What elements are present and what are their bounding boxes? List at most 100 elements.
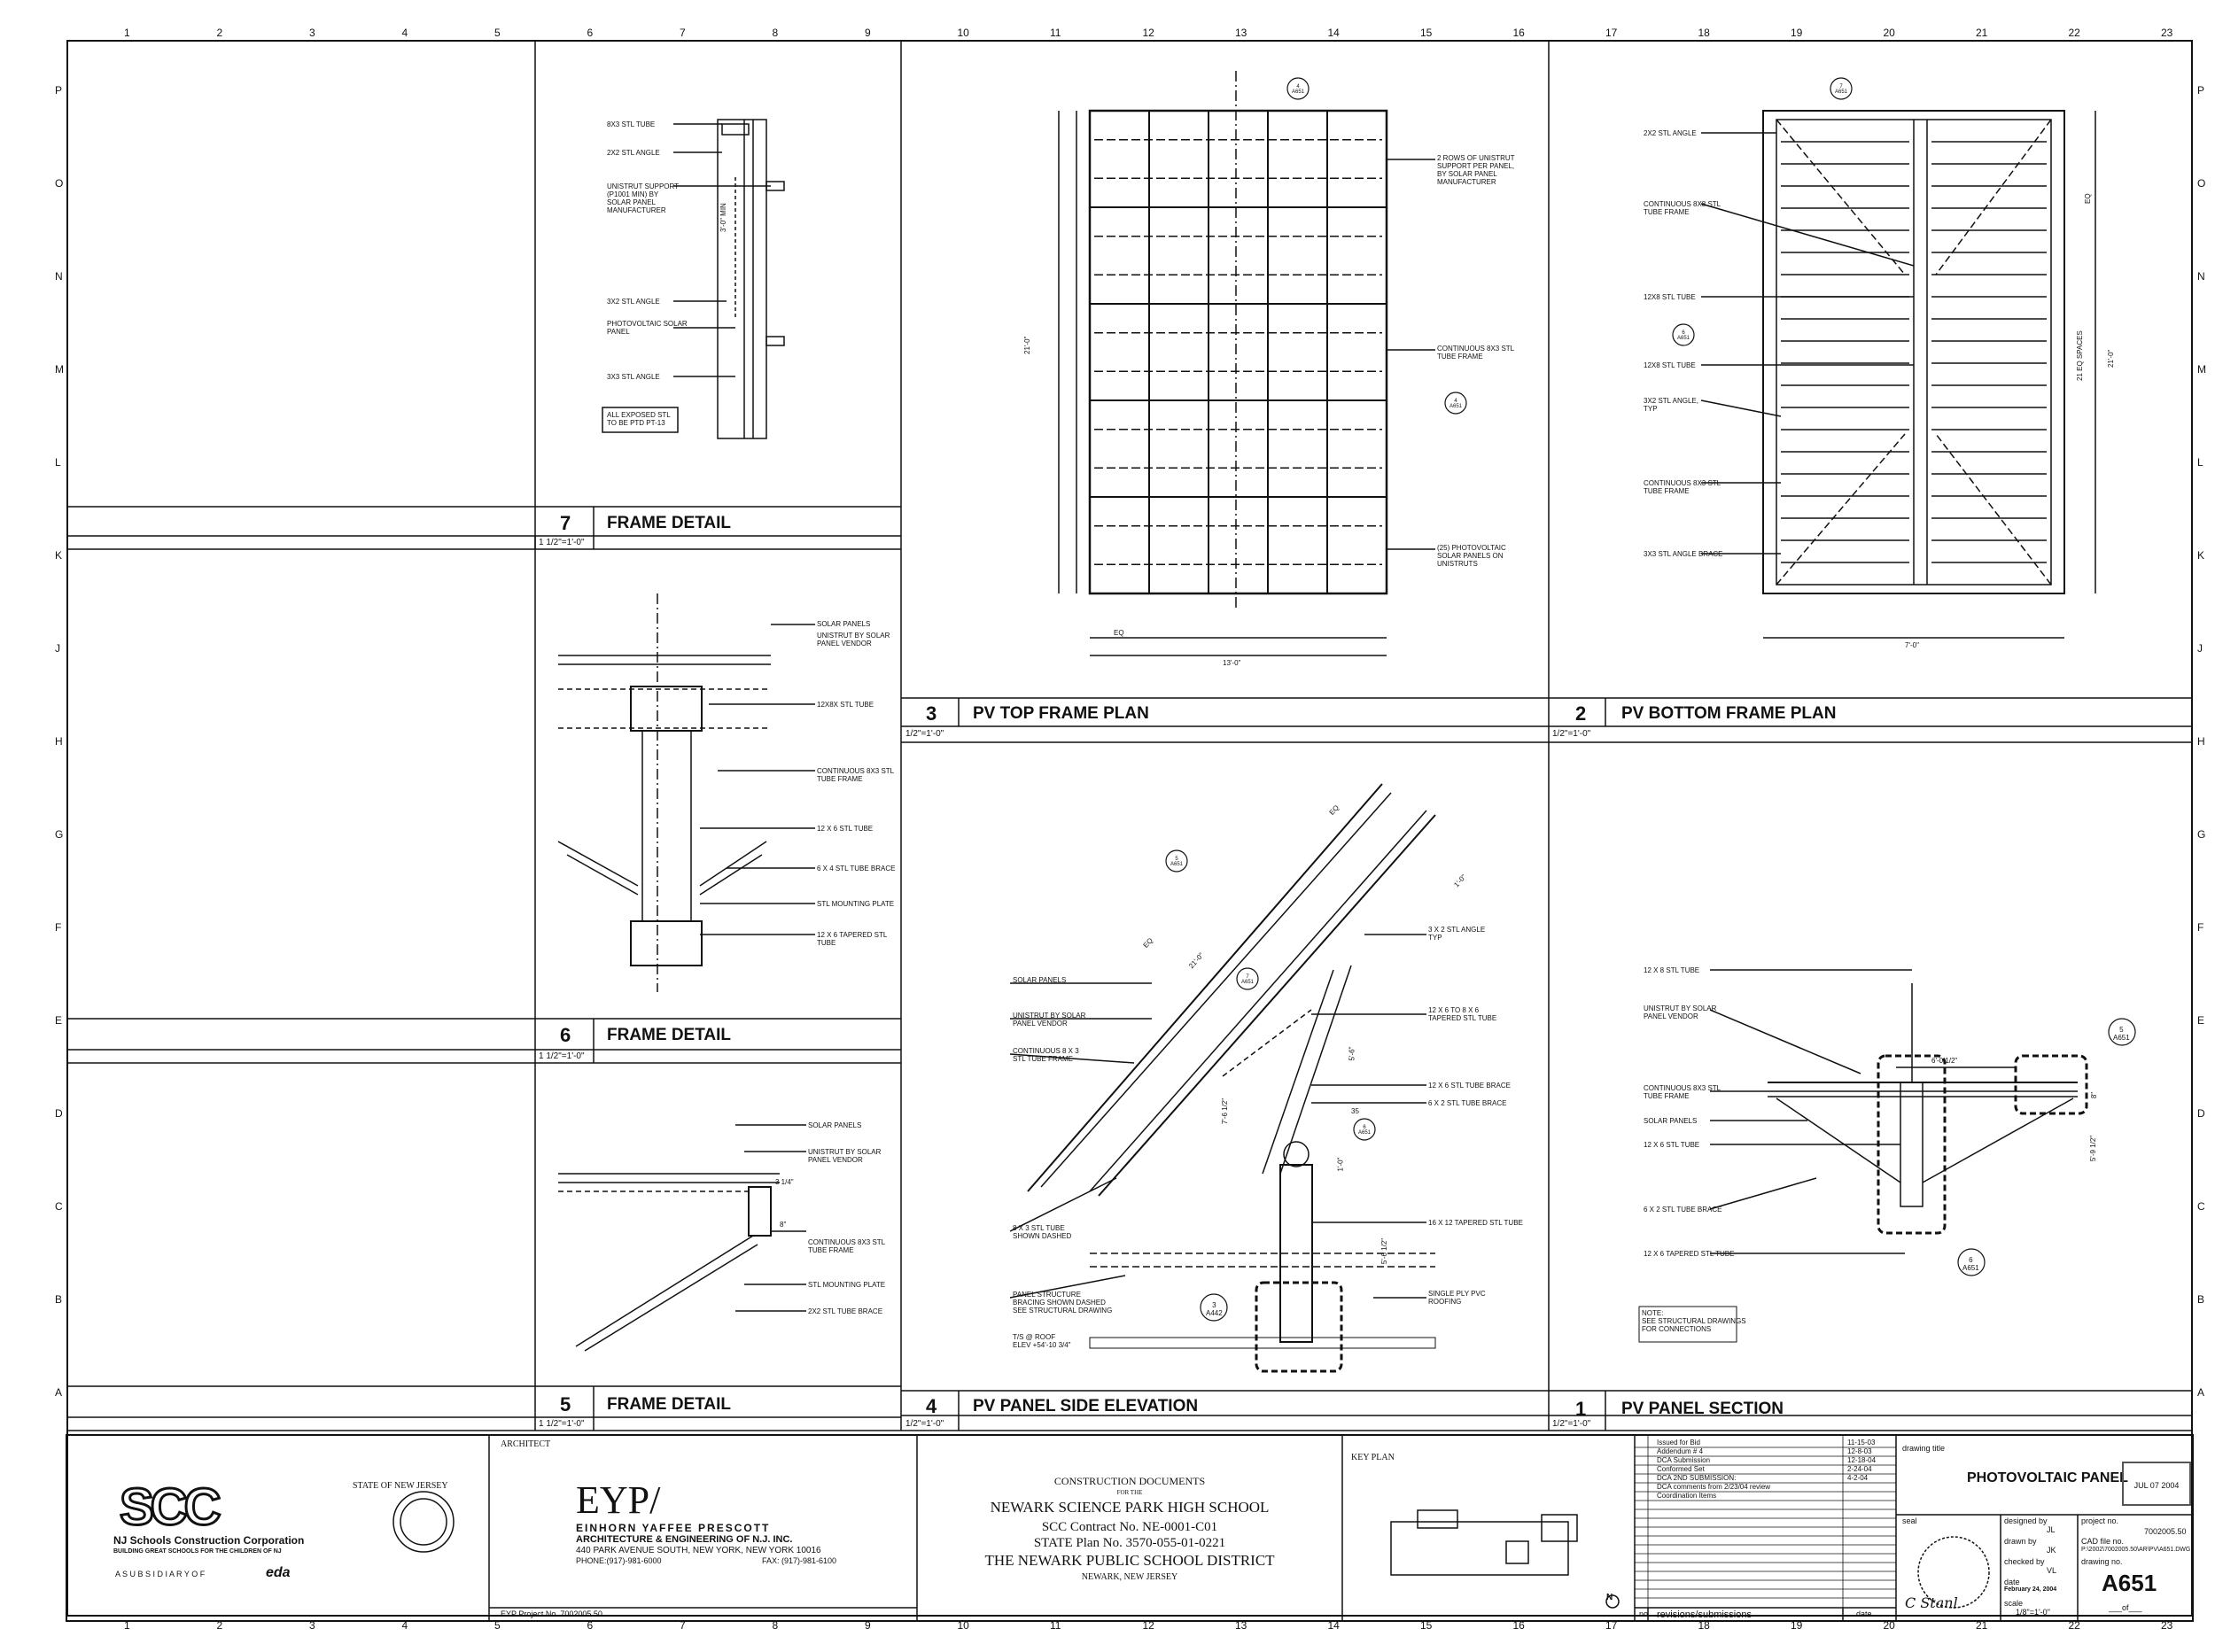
topplan-title: PV TOP FRAME PLAN — [973, 704, 1149, 723]
botplan-label-2: 12x8 STL TUBE — [1644, 293, 1696, 301]
state-seal — [393, 1497, 454, 1547]
grid-row-P: P — [55, 84, 63, 97]
revision-desc: DCA comments from 2/23/04 review — [1657, 1483, 1771, 1491]
section-note: NOTE: SEE STRUCTURAL DRAWINGS FOR CONNEC… — [1642, 1309, 1746, 1333]
revision-date: 12-18-04 — [1847, 1456, 1877, 1464]
section-label-2: CONTINUOUS 8x3 STL TUBE FRAME — [1644, 1084, 1721, 1100]
frame5-number: 5 — [560, 1393, 571, 1415]
architect-label: ARCHITECT — [501, 1439, 551, 1449]
grid-row-F: F — [55, 921, 62, 934]
elev-dim-7: 5'-6 1/2" — [1380, 1237, 1389, 1265]
grid-row-D: D — [2197, 1107, 2205, 1120]
revision-desc: Issued for Bid — [1657, 1439, 1700, 1446]
grid-col-20: 20 — [1883, 1619, 1895, 1632]
grid-col-15: 15 — [1420, 27, 1433, 39]
grid-row-K: K — [55, 549, 63, 562]
botplan-label-6: 3x3 STL ANGLE BRACE — [1644, 550, 1723, 558]
section-dim-2: 5'-9 1/2" — [2089, 1135, 2098, 1162]
grid-col-22: 22 — [2068, 1619, 2080, 1632]
botplan-callout-top: 7 A651 — [1835, 84, 1848, 95]
firm-name: EINHORN YAFFEE PRESCOTT — [576, 1522, 771, 1534]
sheet-of: ___of___ — [2109, 1603, 2142, 1612]
botplan-scale: 1/2"=1'-0" — [1552, 729, 1591, 739]
grid-col-14: 14 — [1327, 1619, 1340, 1632]
school-name: NEWARK SCIENCE PARK HIGH SCHOOL — [990, 1499, 1270, 1516]
grid-col-8: 8 — [772, 27, 779, 39]
grid-col-3: 3 — [309, 1619, 315, 1632]
firm-sub: ARCHITECTURE & ENGINEERING OF N.J. INC. — [576, 1534, 793, 1545]
project-no: 7002005.50 — [2144, 1527, 2187, 1536]
frame5-label-1: UNISTRUT BY SOLAR PANEL VENDOR — [808, 1148, 882, 1164]
botplan-label-0: 2x2 STL ANGLE — [1644, 129, 1697, 137]
grid-row-M: M — [2197, 363, 2206, 376]
botplan-label-1: CONTINUOUS 8x8 STL TUBE FRAME — [1644, 200, 1721, 216]
elev-label-3: 8 X 3 STL TUBE SHOWN DASHED — [1013, 1224, 1072, 1240]
elev-label-11: SINGLE PLY PVC ROOFING — [1428, 1290, 1486, 1306]
elev-label-1: UNISTRUT BY SOLAR PANEL VENDOR — [1013, 1012, 1086, 1028]
section-label-6: 12 X 6 TAPERED STL TUBE — [1644, 1250, 1735, 1258]
grid-col-8: 8 — [772, 1619, 779, 1632]
grid-col-1: 1 — [124, 1619, 130, 1632]
grid-col-1: 1 — [124, 27, 130, 39]
date-value: February 24, 2004 — [2004, 1586, 2057, 1593]
frame7-label-pv: PHOTOVOLTAIC SOLAR PANEL — [607, 320, 688, 336]
grid-col-3: 3 — [309, 27, 315, 39]
section-scale: 1/2"=1'-0" — [1552, 1419, 1591, 1429]
botplan-dim-width: 7'-0" — [1905, 641, 1919, 649]
topplan-label-1: CONTINUOUS 8x3 STL TUBE FRAME — [1437, 345, 1515, 361]
scale-label: scale — [2004, 1599, 2024, 1608]
frame6-title: FRAME DETAIL — [607, 1026, 732, 1044]
botplan-dim-eq: EQ — [2084, 193, 2092, 204]
grid-row-L: L — [55, 456, 61, 469]
botplan-title: PV BOTTOM FRAME PLAN — [1621, 704, 1837, 723]
elev-dim-4: 5'-6" — [1348, 1046, 1356, 1061]
revision-desc: Coordination Items — [1657, 1492, 1717, 1500]
elev-label-10: 16 X 12 TAPERED STL TUBE — [1428, 1219, 1523, 1227]
revision-date: 12-8-03 — [1847, 1447, 1872, 1455]
checked-by-label: checked by — [2004, 1557, 2045, 1566]
grid-col-12: 12 — [1142, 1619, 1154, 1632]
topplan-label-0: 2 ROWS OF UNISTRUT SUPPORT PER PANEL, BY… — [1437, 154, 1515, 186]
grid-col-21: 21 — [1976, 27, 1988, 39]
grid-col-19: 19 — [1791, 1619, 1803, 1632]
frame7-label-3x3: 3x3 STL ANGLE — [607, 373, 660, 381]
section-number: 1 — [1575, 1398, 1587, 1420]
eyp-logo: EYP/ — [576, 1478, 661, 1522]
sheet-number: A651 — [2102, 1570, 2157, 1596]
elev-callout-3: 6 A651 — [1358, 1125, 1372, 1136]
elev-label-9: 6 X 2 STL TUBE BRACE — [1428, 1099, 1507, 1107]
section-callout-2: 6 A651 — [1962, 1256, 1979, 1272]
grid-row-B: B — [55, 1293, 63, 1306]
frame6-label-5: 6 X 4 STL TUBE BRACE — [817, 865, 896, 873]
botplan-callout-side: 6 A651 — [1677, 330, 1690, 341]
grid-row-A: A — [2197, 1386, 2205, 1399]
grid-row-D: D — [55, 1107, 63, 1120]
elev-dim-6: 1'-0" — [1336, 1157, 1345, 1172]
seal-label: seal — [1902, 1516, 1917, 1525]
grid-col-16: 16 — [1512, 27, 1525, 39]
subsidiary-text: A S U B S I D I A R Y O F — [115, 1570, 206, 1578]
grid-row-B: B — [2197, 1293, 2205, 1306]
grid-row-F: F — [2197, 921, 2204, 934]
received-stamp: JUL 07 2004 — [2122, 1462, 2191, 1506]
signature: C Stanl — [1905, 1594, 1958, 1611]
frame6-label-4: 12 X 6 STL TUBE — [817, 825, 874, 833]
grid-col-6: 6 — [587, 1619, 594, 1632]
grid-row-J: J — [55, 642, 60, 655]
grid-col-9: 9 — [865, 27, 871, 39]
grid-row-E: E — [55, 1014, 63, 1027]
checked-by: VL — [2047, 1566, 2057, 1575]
elev-callout-2: 7 A651 — [1241, 974, 1255, 985]
rev-date-header: date — [1856, 1609, 1872, 1618]
drawn-by: JK — [2047, 1546, 2056, 1555]
grid-row-N: N — [55, 270, 63, 283]
revision-desc: DCA 2ND SUBMISSION: — [1657, 1474, 1737, 1482]
grid-col-13: 13 — [1235, 1619, 1247, 1632]
grid-col-7: 7 — [680, 27, 686, 39]
grid-row-N: N — [2197, 270, 2205, 283]
elev-angle: 35 — [1351, 1107, 1359, 1115]
grid-col-11: 11 — [1050, 1619, 1061, 1632]
section-label-3: SOLAR PANELS — [1644, 1117, 1698, 1125]
frame7-scale: 1 1/2"=1'-0" — [539, 538, 585, 547]
